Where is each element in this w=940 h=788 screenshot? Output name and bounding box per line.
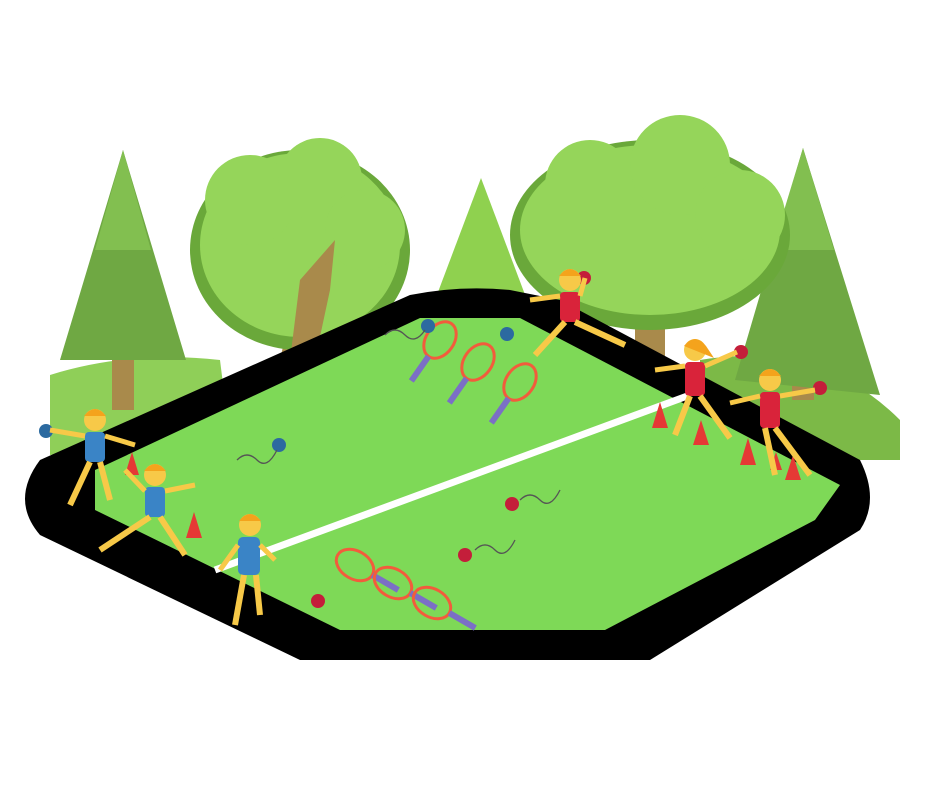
blue-ball-icon — [500, 327, 514, 341]
blue-player-2 — [98, 464, 196, 557]
tennis-racket-icon — [372, 565, 438, 611]
tennis-racket-icon — [411, 585, 477, 631]
center-line — [213, 391, 692, 574]
round-tree-left — [190, 138, 410, 360]
court — [25, 288, 870, 660]
rackets — [334, 320, 538, 631]
cone-icon — [740, 438, 756, 465]
red-player-3 — [729, 369, 816, 477]
cone-icon — [186, 512, 202, 538]
cone-icon — [693, 420, 709, 445]
red-ball-icon — [458, 548, 472, 562]
cone-icon — [785, 455, 801, 480]
tennis-racket-icon — [446, 342, 496, 405]
red-ball-icon — [813, 381, 827, 395]
red-player-2 — [654, 339, 739, 440]
red-ball-icon — [505, 497, 519, 511]
blue-ball-icon — [39, 424, 53, 438]
blue-player-1 — [49, 409, 136, 507]
red-player-1 — [529, 269, 627, 358]
blue-player-3 — [217, 514, 277, 626]
red-ball-icon — [734, 345, 748, 359]
pine-tree-left — [60, 150, 186, 410]
tennis-racket-icon — [488, 362, 538, 425]
tennis-racket-icon — [334, 547, 400, 593]
red-team — [529, 269, 816, 477]
cone-icon — [652, 402, 668, 428]
balls — [39, 271, 827, 608]
red-ball-icon — [311, 594, 325, 608]
blue-ball-icon — [421, 319, 435, 333]
cone-icon — [125, 452, 139, 475]
blue-ball-icon — [272, 438, 286, 452]
blue-team — [49, 409, 277, 626]
